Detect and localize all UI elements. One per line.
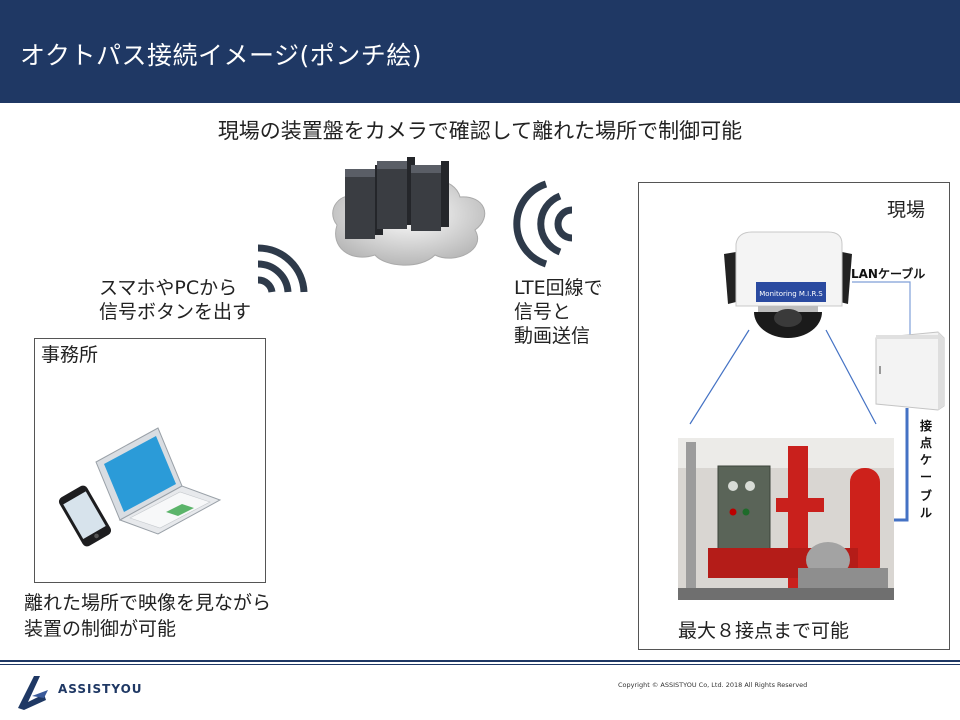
header-bar: オクトパス接続イメージ(ポンチ絵) [0, 0, 960, 103]
footer-divider [0, 660, 960, 662]
lte-text-line2: 信号と [514, 301, 572, 323]
footer-divider-thin [0, 664, 960, 665]
equipment-panel-photo [678, 438, 894, 600]
cloud-server-icon [332, 157, 486, 266]
contact-cable-char: 点 [919, 436, 932, 450]
copyright-text: Copyright © ASSISTYOU Co, Ltd. 2018 All … [618, 681, 808, 689]
lte-text-line1: LTE回線で [514, 277, 603, 299]
contact-cable-char: 接 [919, 419, 932, 433]
signal-waves-icon [513, 180, 573, 268]
signal-instruction-line2: 信号ボタンを出す [99, 301, 252, 323]
laptop-icon [95, 427, 222, 535]
control-box-icon [875, 331, 945, 411]
site-label: 現場 [887, 199, 926, 221]
server-icon [411, 161, 449, 231]
contact-cable-char: ケ [919, 453, 932, 467]
brand-name: ASSISTYOU [58, 682, 143, 696]
site-caption: 最大８接点まで可能 [678, 620, 850, 642]
signal-instruction-line1: スマホやPCから [99, 277, 238, 299]
contact-cable-char: ー [919, 470, 932, 484]
camera-plate-text: Monitoring M.I.R.S [759, 290, 823, 298]
office-caption-line1: 離れた場所で映像を見ながら [24, 592, 272, 614]
subtitle: 現場の装置盤をカメラで確認して離れた場所で制御可能 [217, 119, 743, 143]
office-label: 事務所 [41, 344, 99, 366]
page-title: オクトパス接続イメージ(ポンチ絵) [20, 41, 423, 70]
lte-text-line3: 動画送信 [514, 325, 591, 347]
assistyou-logo-icon [18, 676, 48, 710]
office-caption-line2: 装置の制御が可能 [24, 618, 177, 640]
contact-cable-char: ブ [919, 489, 932, 503]
signal-waves-icon [257, 244, 308, 293]
contact-cable-char: ル [919, 506, 932, 520]
smartphone-icon [58, 485, 112, 547]
camera-icon: Monitoring M.I.R.S [724, 231, 852, 338]
lan-cable-label: LANケーブル [851, 267, 926, 281]
